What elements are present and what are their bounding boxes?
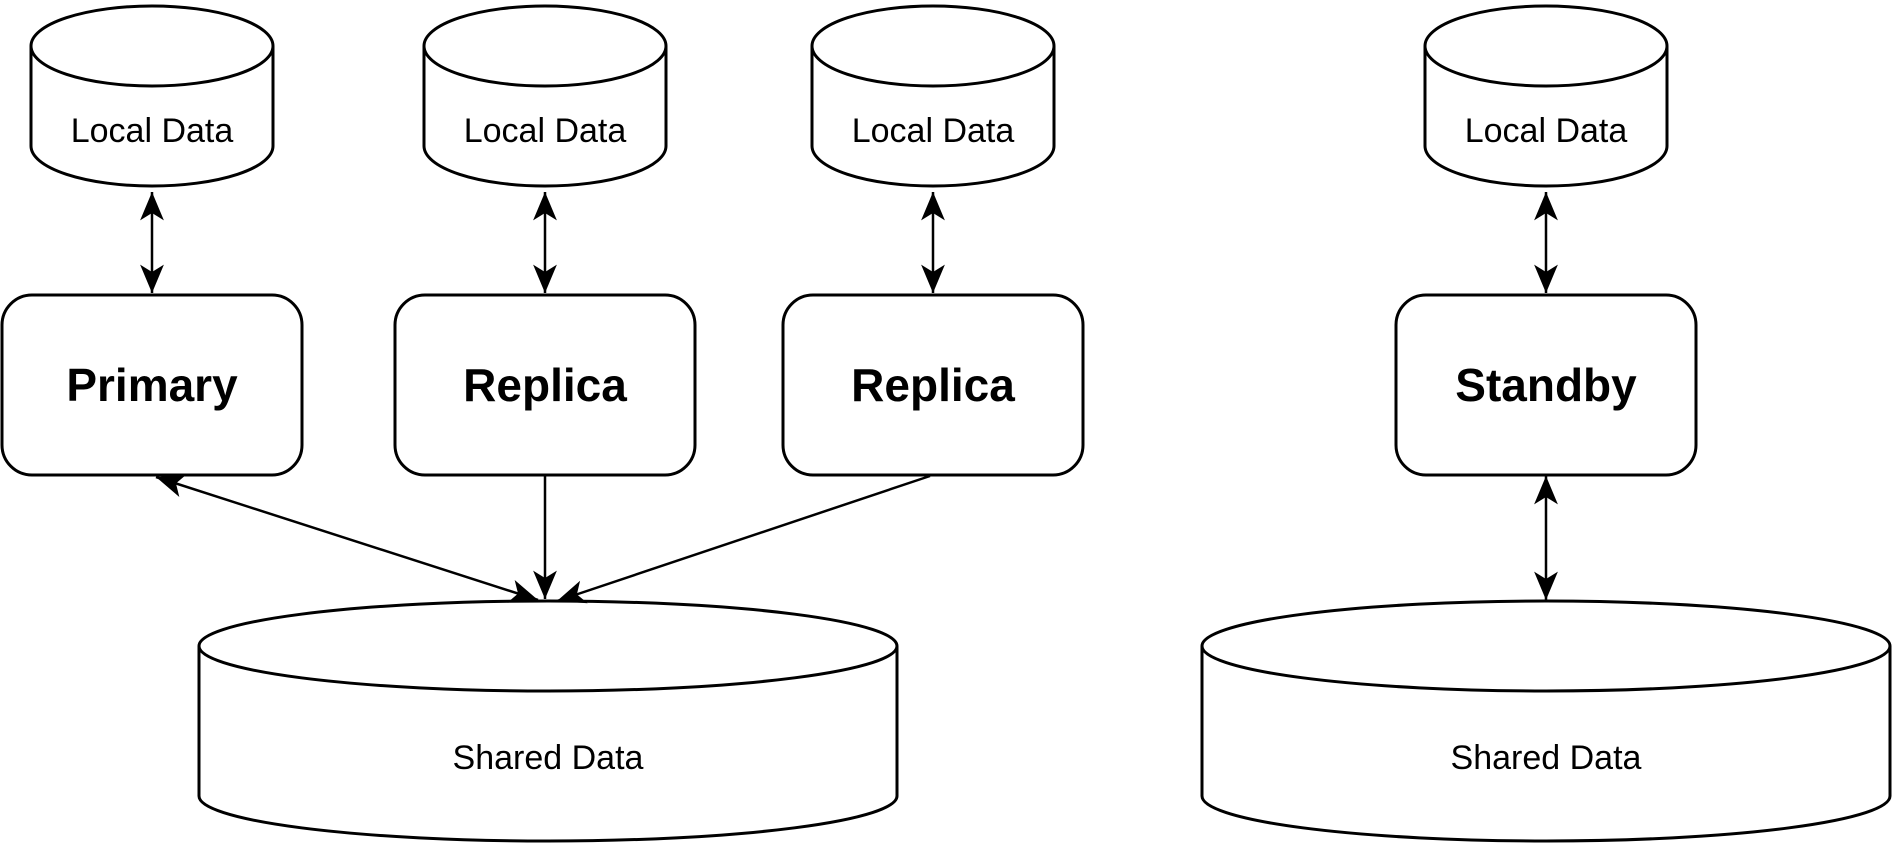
cylinder-top — [810, 4, 1056, 88]
column-standby: Local Data Standby — [1394, 4, 1698, 477]
column-primary: Local Data Primary — [0, 4, 304, 477]
cylinder-top — [29, 4, 275, 88]
local-data-label: Local Data — [852, 112, 1015, 150]
local-data-cylinder: Local Data — [810, 4, 1056, 188]
local-data-label: Local Data — [71, 112, 234, 150]
edge-primary-shared — [155, 474, 539, 603]
column-replica-1: Local Data Replica — [393, 4, 697, 477]
standby-label: Standby — [1455, 359, 1637, 411]
shared-data-cylinder-right: Shared Data — [1200, 599, 1892, 843]
replica-2-label: Replica — [851, 359, 1015, 411]
standby-node: Standby — [1394, 293, 1698, 477]
local-data-label: Local Data — [464, 112, 627, 150]
local-data-cylinder: Local Data — [422, 4, 668, 188]
shared-data-label: Shared Data — [453, 739, 644, 777]
column-replica-2: Local Data Replica — [781, 4, 1085, 477]
local-data-label: Local Data — [1465, 112, 1628, 150]
replica-1-node: Replica — [393, 293, 697, 477]
node-box — [393, 293, 697, 477]
cylinder-top — [1423, 4, 1669, 88]
shared-data-label: Shared Data — [1451, 739, 1642, 777]
node-box — [0, 293, 304, 477]
local-data-cylinder: Local Data — [29, 4, 275, 188]
shared-data-cylinder-left: Shared Data — [197, 599, 899, 843]
replica-1-label: Replica — [463, 359, 627, 411]
primary-label: Primary — [66, 359, 238, 411]
primary-node: Primary — [0, 293, 304, 477]
node-box — [781, 293, 1085, 477]
replica-2-node: Replica — [781, 293, 1085, 477]
cylinder-top — [197, 599, 899, 693]
local-data-cylinder: Local Data — [1423, 4, 1669, 188]
edge-replica-2-shared — [556, 474, 931, 604]
node-box — [1394, 293, 1698, 477]
cylinder-top — [422, 4, 668, 88]
cylinder-top — [1200, 599, 1892, 693]
